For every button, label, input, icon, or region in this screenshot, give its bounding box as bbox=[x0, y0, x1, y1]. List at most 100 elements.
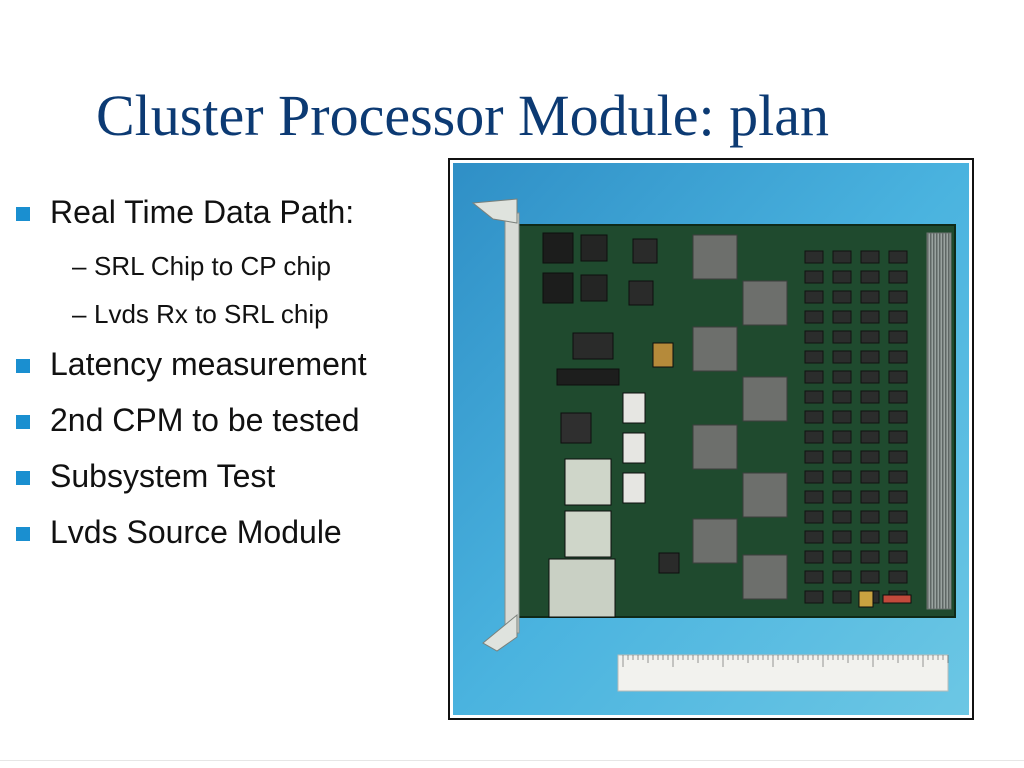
small-chip bbox=[888, 570, 908, 584]
fpga-chip bbox=[742, 554, 788, 600]
small-chip bbox=[888, 510, 908, 524]
small-chip bbox=[804, 390, 824, 404]
bullet-item: Lvds Source Module bbox=[14, 508, 454, 564]
small-chip bbox=[832, 450, 852, 464]
small-chip bbox=[832, 270, 852, 284]
bullet-text: Latency measurement bbox=[50, 346, 367, 382]
circuit-board-illustration bbox=[453, 163, 969, 715]
small-chip bbox=[888, 390, 908, 404]
small-chip bbox=[804, 310, 824, 324]
bullet-item: Latency measurement bbox=[14, 340, 454, 396]
daughter-board bbox=[548, 558, 616, 618]
sub-bullet-text: Lvds Rx to SRL chip bbox=[94, 299, 329, 329]
ruler bbox=[617, 654, 949, 692]
small-chip bbox=[832, 290, 852, 304]
fpga-chip bbox=[742, 376, 788, 422]
fpga-chip bbox=[692, 424, 738, 470]
small-chip bbox=[804, 250, 824, 264]
small-chip bbox=[860, 310, 880, 324]
connector-strip bbox=[556, 368, 620, 386]
small-chip bbox=[804, 330, 824, 344]
ejector-handle-bottom bbox=[482, 613, 518, 652]
sub-bullet-item: – SRL Chip to CP chip bbox=[14, 244, 454, 292]
sub-bullet-text: SRL Chip to CP chip bbox=[94, 251, 332, 281]
small-chip bbox=[832, 490, 852, 504]
optical-module bbox=[622, 432, 646, 464]
square-bullet-icon bbox=[16, 527, 30, 541]
small-chip bbox=[888, 370, 908, 384]
small-chip bbox=[888, 490, 908, 504]
small-chip bbox=[804, 590, 824, 604]
small-chip bbox=[860, 250, 880, 264]
small-chip bbox=[860, 290, 880, 304]
ic-chip bbox=[560, 412, 592, 444]
small-chip bbox=[888, 310, 908, 324]
small-chip bbox=[860, 550, 880, 564]
square-bullet-icon bbox=[16, 415, 30, 429]
small-chip bbox=[888, 550, 908, 564]
bullet-item: Subsystem Test bbox=[14, 452, 454, 508]
small-chip bbox=[804, 450, 824, 464]
small-chip bbox=[804, 430, 824, 444]
small-chip bbox=[804, 350, 824, 364]
small-chip bbox=[860, 430, 880, 444]
dash-marker: – bbox=[72, 299, 87, 329]
bullet-list: Real Time Data Path: – SRL Chip to CP ch… bbox=[14, 188, 454, 564]
bullet-text: Subsystem Test bbox=[50, 458, 276, 494]
square-bullet-icon bbox=[16, 207, 30, 221]
bullet-text: 2nd CPM to be tested bbox=[50, 402, 360, 438]
small-chip bbox=[832, 510, 852, 524]
optical-module bbox=[622, 392, 646, 424]
small-chip bbox=[860, 570, 880, 584]
dash-marker: – bbox=[72, 251, 87, 281]
small-chip bbox=[832, 410, 852, 424]
jumper-block bbox=[858, 590, 874, 608]
bullet-text: Real Time Data Path: bbox=[50, 194, 355, 230]
ic-chip bbox=[658, 552, 680, 574]
front-panel bbox=[504, 212, 520, 634]
optical-module bbox=[622, 472, 646, 504]
small-chip bbox=[860, 330, 880, 344]
small-chip bbox=[804, 470, 824, 484]
bullet-item: Real Time Data Path: bbox=[14, 188, 454, 244]
small-chip bbox=[832, 350, 852, 364]
small-chip bbox=[832, 470, 852, 484]
small-chip bbox=[832, 390, 852, 404]
fpga-chip bbox=[742, 472, 788, 518]
square-bullet-icon bbox=[16, 359, 30, 373]
bullet-text: Lvds Source Module bbox=[50, 514, 342, 550]
fpga-chip bbox=[692, 234, 738, 280]
small-chip bbox=[832, 250, 852, 264]
small-chip bbox=[860, 410, 880, 424]
square-bullet-icon bbox=[16, 471, 30, 485]
small-chip bbox=[888, 330, 908, 344]
small-chip bbox=[860, 490, 880, 504]
footer-divider bbox=[0, 760, 1024, 761]
small-chip bbox=[804, 370, 824, 384]
small-chip bbox=[860, 370, 880, 384]
small-chip bbox=[888, 430, 908, 444]
small-chip bbox=[888, 410, 908, 424]
small-chip bbox=[804, 530, 824, 544]
mezzanine-card bbox=[564, 510, 612, 558]
small-chip bbox=[832, 590, 852, 604]
small-chip bbox=[832, 370, 852, 384]
small-chip bbox=[888, 530, 908, 544]
ic-chip bbox=[628, 280, 654, 306]
small-chip bbox=[888, 470, 908, 484]
heatsink bbox=[542, 272, 574, 304]
small-chip bbox=[832, 550, 852, 564]
small-chip bbox=[860, 510, 880, 524]
small-chip bbox=[804, 410, 824, 424]
small-chip bbox=[804, 270, 824, 284]
small-chip bbox=[804, 570, 824, 584]
sub-bullet-item: – Lvds Rx to SRL chip bbox=[14, 292, 454, 340]
small-chip bbox=[832, 570, 852, 584]
backplane-connector bbox=[926, 232, 952, 610]
transformer bbox=[652, 342, 674, 368]
ejector-handle-top bbox=[471, 198, 518, 224]
small-chip bbox=[888, 450, 908, 464]
small-chip bbox=[860, 530, 880, 544]
small-chip bbox=[804, 490, 824, 504]
